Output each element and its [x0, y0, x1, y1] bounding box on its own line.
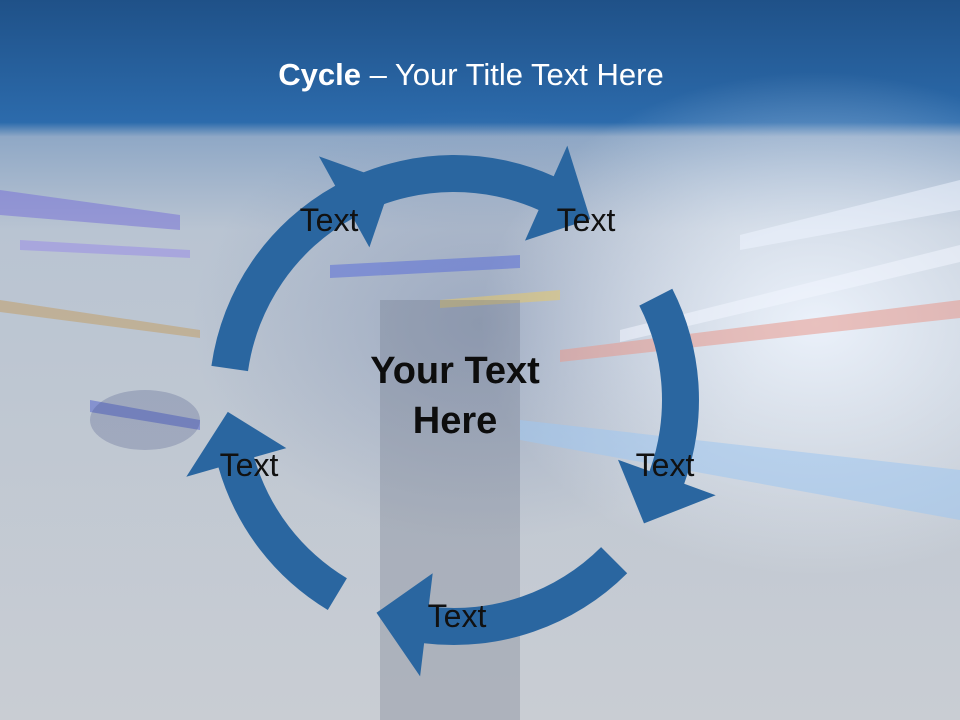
- cycle-arrow-4: [186, 411, 347, 610]
- cycle-arrow-3: [376, 547, 628, 677]
- title-rest: – Your Title Text Here: [361, 57, 664, 92]
- cycle-label-5: Text: [219, 447, 279, 483]
- cycle-label-4: Text: [427, 598, 487, 634]
- cycle-arrow-2: [618, 288, 716, 524]
- cycle-label-1: Text: [299, 202, 359, 238]
- title-bold: Cycle: [278, 57, 361, 92]
- cycle-label-3: Text: [635, 447, 695, 483]
- center-text: Your Text Here: [370, 350, 540, 442]
- cycle-arrow-5: [211, 156, 392, 372]
- cycle-arrow-1: [350, 145, 591, 241]
- slide-title: Cycle – Your Title Text Here: [0, 52, 942, 98]
- cycle-label-2: Text: [556, 202, 616, 238]
